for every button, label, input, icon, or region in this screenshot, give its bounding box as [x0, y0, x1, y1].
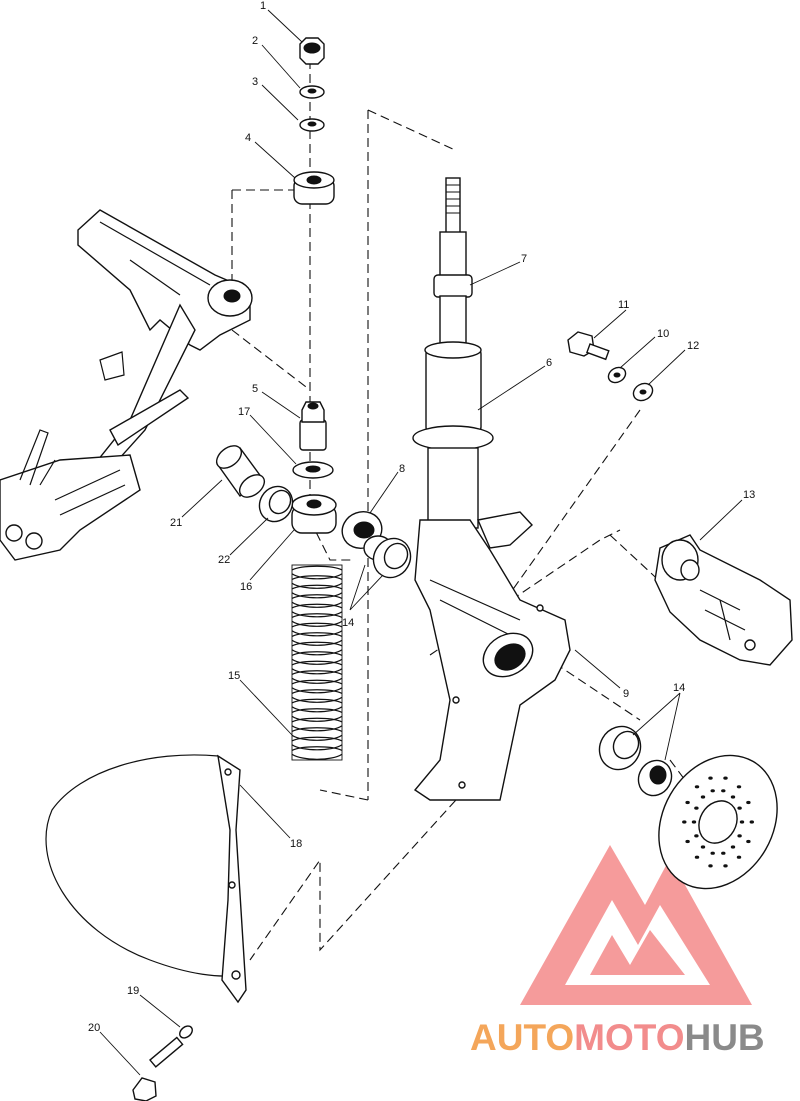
disc-hole [721, 789, 726, 793]
part-13-brake-caliper [654, 534, 793, 666]
watermark-logo [520, 845, 752, 1005]
callout-14-left: 14 [342, 617, 354, 629]
disc-hole [710, 851, 715, 855]
disc-hole [708, 776, 713, 780]
callout-17: 17 [238, 406, 250, 418]
part-19-lock-washer [179, 1025, 193, 1039]
callout-8: 8 [399, 463, 405, 475]
disc-hole [730, 845, 736, 849]
disc-hole [730, 795, 736, 799]
part-15-coil-spring [291, 564, 343, 761]
disc-hole [682, 820, 687, 824]
disc-hole [700, 845, 706, 849]
leader-lines [99, 9, 743, 1076]
part-2-washer [299, 85, 325, 99]
svg-text:AUTOMOTOHUB: AUTOMOTOHUB [470, 1017, 765, 1058]
callout-21: 21 [170, 517, 182, 529]
disc-hole [746, 800, 751, 805]
part-5-spacer [299, 401, 327, 451]
callout-7: 7 [521, 253, 527, 265]
disc-hole [723, 776, 728, 780]
part-17-washer [292, 461, 334, 479]
disc-hole [708, 864, 713, 868]
callout-3: 3 [252, 76, 258, 88]
watermark-hub: HUB [684, 1017, 764, 1058]
callout-19: 19 [127, 985, 139, 997]
watermark-wordmark: AUTOMOTOHUB [470, 1017, 765, 1058]
disc-hole [737, 834, 742, 838]
callout-13: 13 [743, 489, 755, 501]
disc-hole [736, 855, 742, 859]
part-6-strut-body [412, 341, 571, 801]
callout-labels: 1 2 3 4 5 6 7 8 9 10 11 12 13 14 14 15 1… [88, 0, 755, 1034]
part-7-strut-shaft [433, 177, 473, 352]
disc-hole [739, 820, 745, 824]
callout-10: 10 [657, 328, 669, 340]
disc-hole [694, 834, 699, 838]
disc-hole [691, 820, 697, 824]
callout-15: 15 [228, 670, 240, 682]
disc-hole [700, 795, 706, 799]
callout-11: 11 [618, 299, 629, 311]
callout-22: 22 [218, 554, 230, 566]
brake-disc [658, 754, 778, 890]
callout-1: 1 [260, 0, 266, 12]
disc-hole [749, 820, 754, 824]
disc-hole [721, 851, 726, 855]
callout-2: 2 [252, 35, 258, 47]
callout-14-right: 14 [673, 682, 685, 694]
disc-hole [710, 789, 715, 793]
disc-hole [723, 864, 728, 868]
callout-16: 16 [240, 581, 252, 593]
callout-6: 6 [546, 357, 552, 369]
disc-hole [685, 839, 690, 844]
part-16-spring-seat [291, 494, 337, 534]
part-11-bolt [567, 331, 610, 361]
part-3-washer [299, 118, 325, 132]
part-1-lock-nut [299, 37, 325, 65]
part-14-bearing-left [372, 537, 412, 579]
callout-5: 5 [252, 383, 258, 395]
watermark-moto: MOTO [574, 1017, 684, 1058]
disc-hole [746, 839, 751, 844]
disc-hole [737, 806, 742, 810]
callout-4: 4 [245, 132, 251, 144]
callout-18: 18 [290, 838, 302, 850]
part-10-washer [607, 366, 627, 384]
disc-hole [694, 855, 700, 859]
part-18-splash-shield [45, 754, 247, 1004]
disc-hole [685, 800, 690, 805]
part-14-bearing-right [598, 725, 673, 797]
disc-hole [694, 806, 699, 810]
part-21-sleeve [215, 445, 266, 498]
callout-9: 9 [623, 688, 629, 700]
part-20-bolt [132, 1036, 184, 1101]
callout-12: 12 [687, 340, 699, 352]
part-4-bushing [293, 171, 335, 205]
part-12-washer [632, 382, 654, 402]
steering-arm-assembly [0, 209, 253, 561]
watermark-auto: AUTO [470, 1017, 574, 1058]
disc-hole [736, 785, 742, 789]
disc-hole [694, 785, 700, 789]
callout-20: 20 [88, 1022, 100, 1034]
